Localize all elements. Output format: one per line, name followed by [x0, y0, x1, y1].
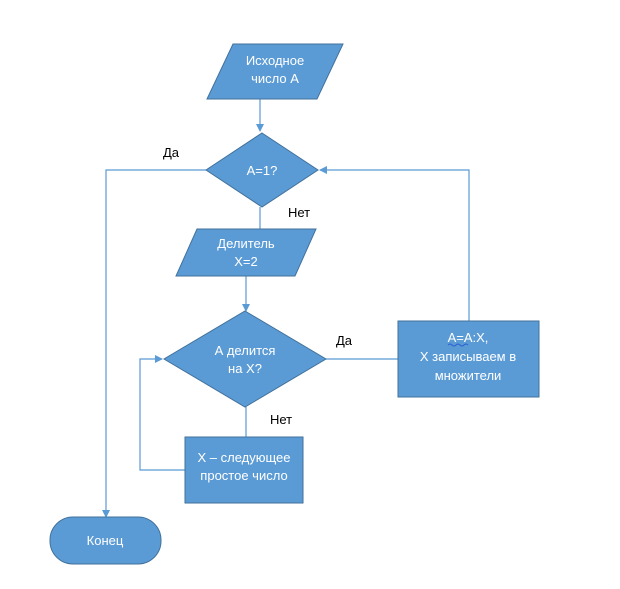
next-prime-line2: простое число [200, 468, 287, 483]
divisor-init-line2: X=2 [234, 254, 258, 269]
edge-divide-to-check-one [319, 166, 470, 321]
divisor-init-node: Делитель X=2 [175, 228, 317, 277]
check-one-decision: А=1? [205, 132, 319, 208]
start-node: Исходное число А [206, 43, 344, 100]
label-div-yes: Да [336, 333, 353, 348]
label-one-yes: Да [163, 145, 180, 160]
divide-process-node: A=A:X, X записываем в множители [397, 320, 540, 398]
check-divisible-decision: А делится на X? [163, 310, 327, 408]
label-div-no: Нет [270, 412, 292, 427]
check-divisible-line1: А делится [215, 343, 276, 358]
connectors [102, 99, 470, 518]
label-one-no: Нет [288, 205, 310, 220]
edge-next-prime-to-check-divisible [139, 355, 185, 471]
start-node-line1: Исходное [246, 53, 304, 68]
check-one-text: А=1? [247, 163, 278, 178]
next-prime-line1: X – следующее [198, 450, 291, 465]
check-divisible-line2: на X? [228, 361, 262, 376]
edge-check-one-yes-to-end [102, 169, 206, 518]
divide-line3: множители [435, 368, 502, 383]
end-text: Конец [87, 533, 124, 548]
spellcheck-underline [447, 343, 469, 347]
end-terminator-node: Конец [49, 516, 162, 565]
divide-line1: A=A:X, [448, 330, 489, 345]
divisor-init-line1: Делитель [217, 236, 275, 251]
divide-line2: X записываем в [420, 349, 516, 364]
start-node-line2: число А [251, 71, 299, 86]
next-prime-process-node: X – следующее простое число [184, 436, 304, 504]
